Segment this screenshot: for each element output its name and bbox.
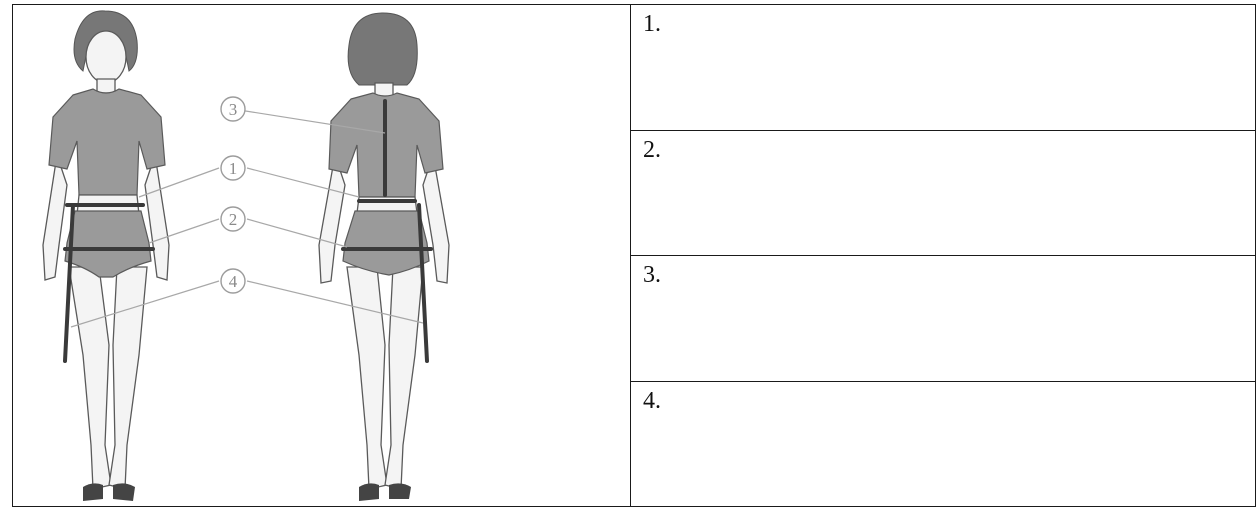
- answer-row-2[interactable]: 2.: [631, 131, 1255, 257]
- callout-label: 3: [229, 100, 238, 119]
- callout-label: 1: [229, 159, 238, 178]
- answer-number: 1.: [643, 11, 661, 37]
- callout-label: 4: [229, 272, 238, 291]
- measurement-figure-cell: .skin { fill: #f4f4f4; stroke: #5a5a5a; …: [13, 5, 631, 506]
- callout-4: 4: [221, 269, 245, 293]
- answer-number: 3.: [643, 262, 661, 288]
- back-view-figure: [319, 13, 449, 501]
- body-measurement-illustration: .skin { fill: #f4f4f4; stroke: #5a5a5a; …: [13, 5, 630, 506]
- callout-1: 1: [221, 156, 245, 180]
- answer-number: 4.: [643, 388, 661, 414]
- answer-number: 2.: [643, 137, 661, 163]
- answer-row-1[interactable]: 1.: [631, 5, 1255, 131]
- front-view-figure: [43, 11, 169, 501]
- callout-2: 2: [221, 207, 245, 231]
- answer-row-3[interactable]: 3.: [631, 256, 1255, 382]
- callout-3: 3: [221, 97, 245, 121]
- callout-label: 2: [229, 210, 238, 229]
- answer-column: 1. 2. 3. 4.: [631, 5, 1255, 506]
- worksheet-table: .skin { fill: #f4f4f4; stroke: #5a5a5a; …: [12, 4, 1256, 507]
- answer-row-4[interactable]: 4.: [631, 382, 1255, 507]
